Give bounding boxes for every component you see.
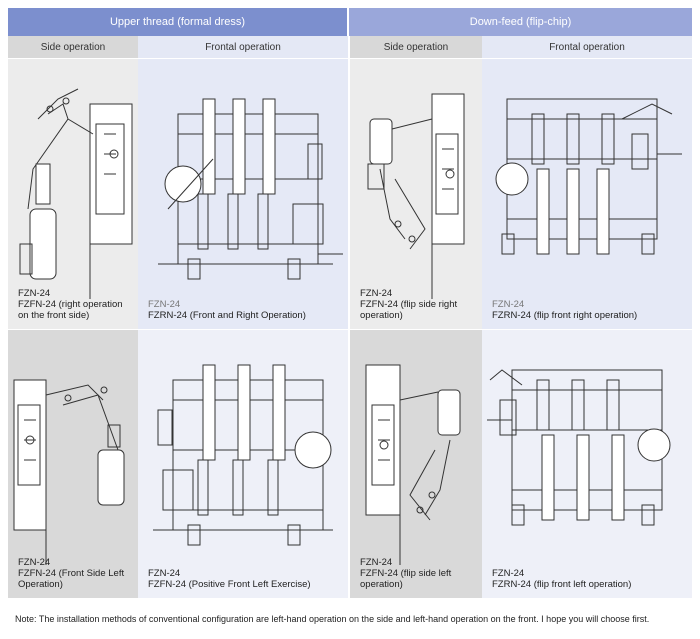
footnote: Note: The installation methods of conven… bbox=[15, 614, 650, 624]
cell-caption: FZN-24 FZRN-24 (flip front right operati… bbox=[492, 299, 686, 321]
switch-drawing-cell: FZN-24 FZFN-24 (Positive Front Left Exer… bbox=[138, 330, 348, 598]
group-header-upper-thread: Upper thread (formal dress) bbox=[8, 8, 347, 36]
switch-drawing-cell: FZN-24 FZFN-24 (Front Side Left Operatio… bbox=[8, 330, 138, 598]
cell-caption: FZN-24 FZFN-24 (Positive Front Left Exer… bbox=[148, 568, 342, 590]
switch-drawing-cell: FZN-24 FZRN-24 (flip front left operatio… bbox=[482, 330, 692, 598]
switch-drawing-cell: FZN-24 FZFN-24 (flip side right operatio… bbox=[348, 59, 482, 329]
sub-header-frontal-operation: Frontal operation bbox=[138, 36, 348, 58]
switch-drawing-cell: FZN-24 FZFN-24 (right operation on the f… bbox=[8, 59, 138, 329]
model-name: FZN-24 bbox=[492, 299, 525, 310]
model-name: FZN-24 bbox=[360, 557, 393, 568]
model-description: FZRN-24 (flip front left operation) bbox=[492, 579, 632, 590]
sub-header-row: Side operation Frontal operation Side op… bbox=[8, 36, 692, 58]
switch-drawing-cell: FZN-24 FZRN-24 (Front and Right Operatio… bbox=[138, 59, 348, 329]
side-view-switch-drawing bbox=[19, 88, 133, 299]
model-description: FZFN-24 (Positive Front Left Exercise) bbox=[148, 579, 311, 590]
configuration-table: Upper thread (formal dress) Down-feed (f… bbox=[8, 8, 692, 598]
model-description: FZRN-24 (flip front right operation) bbox=[492, 310, 638, 321]
table-row: FZN-24 FZFN-24 (right operation on the f… bbox=[8, 59, 692, 329]
table-row: FZN-24 FZFN-24 (Front Side Left Operatio… bbox=[8, 330, 692, 598]
front-view-switch-drawing bbox=[487, 369, 671, 526]
model-name: FZN-24 bbox=[18, 288, 51, 299]
switch-drawing-cell: FZN-24 FZFN-24 (flip side left operation… bbox=[348, 330, 482, 598]
side-view-switch-drawing bbox=[367, 93, 465, 299]
model-name: FZN-24 bbox=[18, 557, 51, 568]
cell-caption: FZN-24 FZFN-24 (flip side left operation… bbox=[360, 557, 476, 590]
switch-drawing-cell: FZN-24 FZRN-24 (flip front right operati… bbox=[482, 59, 692, 329]
front-view-switch-drawing bbox=[495, 98, 682, 255]
model-description: FZRN-24 (Front and Right Operation) bbox=[148, 310, 306, 321]
group-header-row: Upper thread (formal dress) Down-feed (f… bbox=[8, 8, 692, 36]
model-description: FZFN-24 (right operation on the front si… bbox=[18, 299, 123, 321]
model-description: FZFN-24 (flip side right operation) bbox=[360, 299, 458, 321]
side-view-switch-drawing bbox=[13, 379, 125, 565]
sub-header-frontal-operation: Frontal operation bbox=[482, 36, 692, 58]
front-view-switch-drawing bbox=[158, 98, 343, 280]
group-header-down-feed: Down-feed (flip-chip) bbox=[347, 8, 692, 36]
sub-header-side-operation: Side operation bbox=[348, 36, 482, 58]
model-name: FZN-24 bbox=[148, 568, 181, 579]
cell-caption: FZN-24 FZFN-24 (Front Side Left Operatio… bbox=[18, 557, 132, 590]
model-name: FZN-24 bbox=[492, 568, 525, 579]
model-description: FZFN-24 (flip side left operation) bbox=[360, 568, 452, 590]
cell-caption: FZN-24 FZFN-24 (flip side right operatio… bbox=[360, 288, 476, 321]
sub-header-side-operation: Side operation bbox=[8, 36, 138, 58]
model-description: FZFN-24 (Front Side Left Operation) bbox=[18, 568, 125, 590]
cell-caption: FZN-24 FZRN-24 (flip front left operatio… bbox=[492, 568, 686, 590]
model-name: FZN-24 bbox=[360, 288, 393, 299]
cell-caption: FZN-24 FZRN-24 (Front and Right Operatio… bbox=[148, 299, 342, 321]
cell-caption: FZN-24 FZFN-24 (right operation on the f… bbox=[18, 288, 132, 321]
model-name: FZN-24 bbox=[148, 299, 181, 310]
front-view-switch-drawing bbox=[153, 364, 333, 546]
side-view-switch-drawing bbox=[365, 364, 461, 565]
